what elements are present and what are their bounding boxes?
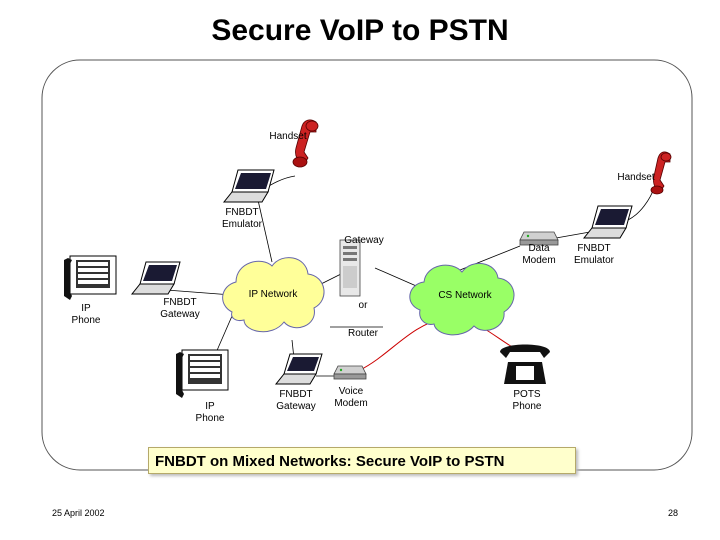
router-label: Router xyxy=(347,328,378,339)
diagram-caption: FNBDT on Mixed Networks: Secure VoIP to … xyxy=(148,447,576,474)
cs-network-label: CS Network xyxy=(438,290,492,301)
voice-modem-icon xyxy=(333,365,367,380)
or-label: or xyxy=(358,300,368,311)
line-emulator-ipnet xyxy=(257,199,273,263)
ip-network-label: IP Network xyxy=(248,289,298,300)
handset-right-label: Handset xyxy=(617,172,655,183)
slide-title: Secure VoIP to PSTN xyxy=(211,14,509,47)
handset-icon xyxy=(650,151,672,195)
cs-network-cloud xyxy=(409,263,515,336)
ip-phone-icon xyxy=(176,349,229,398)
slide-date: 25 April 2002 xyxy=(52,508,105,518)
data-modem-icon xyxy=(519,231,559,246)
red-line-voicemodem-csnet xyxy=(359,317,446,371)
pots-phone-icon xyxy=(500,344,550,384)
line-datamodem-emulator xyxy=(555,231,591,239)
laptop-icon xyxy=(130,261,181,295)
voice-modem-label: Voice Modem xyxy=(334,386,368,409)
ip-phone-bottom-label: IP Phone xyxy=(195,401,225,424)
fnbdt-gateway-bottom-label: FNBDT Gateway xyxy=(276,389,316,412)
fnbdt-gateway-left-label: FNBDT Gateway xyxy=(160,297,200,320)
server-tower-icon xyxy=(339,239,361,297)
fnbdt-emulator-right-label: FNBDT Emulator xyxy=(573,243,614,266)
ip-phone-left-label: IP Phone xyxy=(71,303,101,326)
data-modem-label: Data Modem xyxy=(522,243,556,266)
handset-top-label: Handset xyxy=(269,131,307,142)
fnbdt-emulator-left-label: FNBDT Emulator xyxy=(221,207,262,230)
gateway-label: Gateway xyxy=(344,235,384,246)
laptop-icon xyxy=(222,169,275,203)
laptop-icon xyxy=(274,353,323,385)
page-number: 28 xyxy=(667,508,678,518)
ip-network-cloud xyxy=(222,257,325,333)
ip-phone-icon xyxy=(64,255,117,300)
pots-phone-label: POTS Phone xyxy=(512,389,542,412)
handset-icon xyxy=(292,119,319,168)
laptop-icon xyxy=(582,205,633,239)
